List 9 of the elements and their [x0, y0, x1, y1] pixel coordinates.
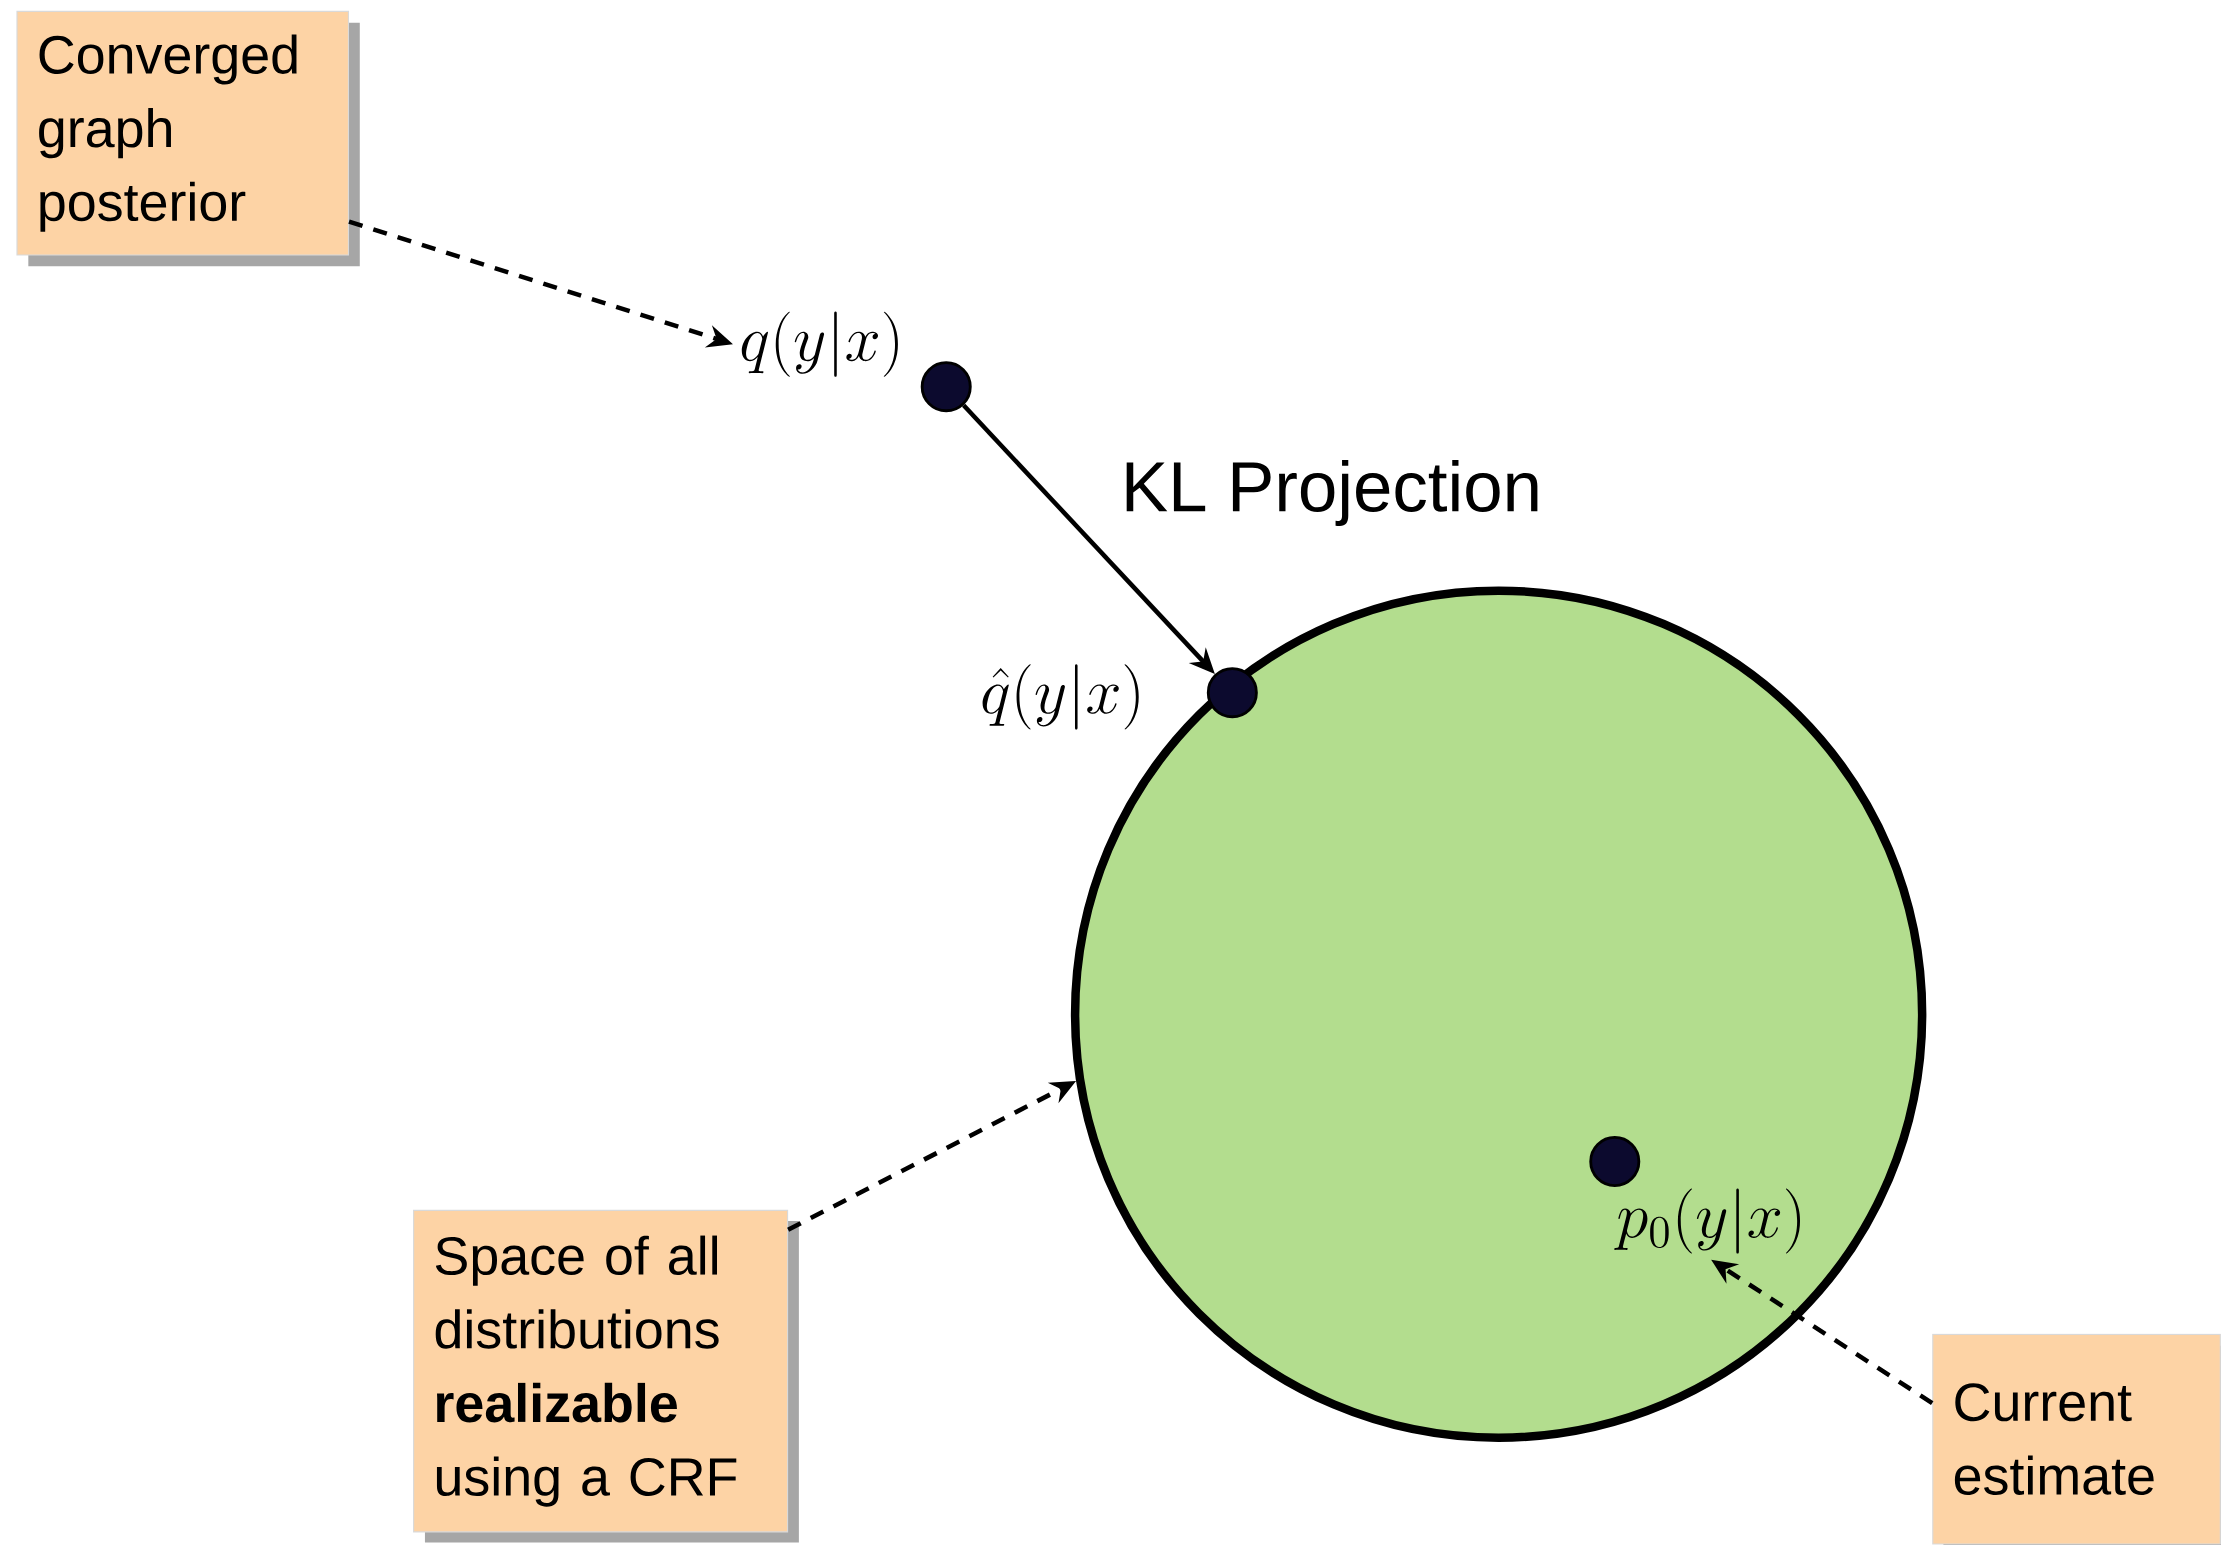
edge-label: KL Projection: [1126, 459, 1538, 526]
formula-label: $q(y|x)$: [741, 311, 898, 377]
point-dot: [1589, 1135, 1641, 1187]
formula-label: $p_0(y|x)$: [1614, 1188, 1801, 1254]
note-box: Current estimate: [1932, 1333, 2221, 1545]
note-box: Converged graph posterior: [16, 10, 360, 267]
note-box: Space of all distributions realizable using a CRF: [413, 1209, 799, 1543]
formula-label: $\hat{q}(y|x)$: [982, 664, 1139, 730]
point-dot: [920, 361, 972, 412]
